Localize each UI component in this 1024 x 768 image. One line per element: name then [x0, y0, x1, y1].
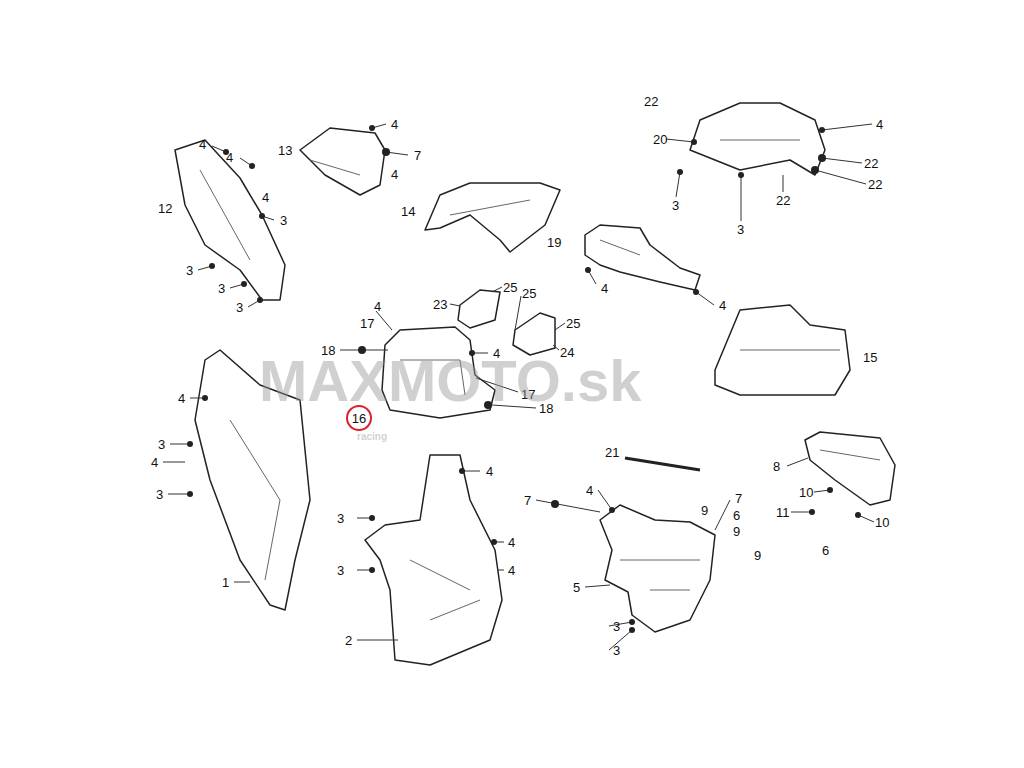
- callout-number: 22: [864, 156, 878, 171]
- callout-number: 16: [352, 411, 366, 426]
- callout-number: 11: [776, 505, 790, 520]
- callout-number: 4: [508, 535, 515, 550]
- callout-number: 4: [178, 391, 185, 406]
- callout-number: 6: [822, 543, 829, 558]
- callout-number: 4: [226, 150, 233, 165]
- callout-number: 3: [186, 263, 193, 278]
- callout-number: 25: [566, 316, 580, 331]
- callout-number: 3: [156, 487, 163, 502]
- callout-number: 3: [236, 300, 243, 315]
- callout-number: 3: [737, 222, 744, 237]
- highlight-circle: 16: [346, 405, 372, 431]
- callout-number: 14: [401, 204, 415, 219]
- callout-number: 9: [754, 548, 761, 563]
- callout-number: 23: [433, 297, 447, 312]
- callout-number: 4: [391, 117, 398, 132]
- callout-number: 4: [391, 167, 398, 182]
- callout-number: 9: [701, 503, 708, 518]
- callout-number: 7: [735, 491, 742, 506]
- callout-number: 4: [586, 483, 593, 498]
- callout-number: 17: [360, 316, 374, 331]
- callout-number: 4: [374, 299, 381, 314]
- callout-number: 4: [601, 281, 608, 296]
- callout-number: 3: [337, 511, 344, 526]
- callout-number: 5: [573, 580, 580, 595]
- callout-number: 4: [508, 563, 515, 578]
- callout-number: 12: [158, 201, 172, 216]
- callout-number: 3: [337, 563, 344, 578]
- callout-number: 22: [776, 193, 790, 208]
- callout-number: 25: [503, 280, 517, 295]
- callout-number: 4: [151, 455, 158, 470]
- callout-number: 4: [876, 117, 883, 132]
- callout-number: 3: [672, 198, 679, 213]
- callout-number: 22: [644, 94, 658, 109]
- callout-number: 4: [486, 464, 493, 479]
- callout-number: 3: [158, 437, 165, 452]
- watermark: MAXMOTO.sk: [259, 347, 641, 414]
- callout-number: 3: [280, 213, 287, 228]
- callout-number: 8: [773, 459, 780, 474]
- callout-number: 6: [733, 508, 740, 523]
- callout-number: 4: [262, 190, 269, 205]
- callout-number: 22: [868, 177, 882, 192]
- callout-number: 15: [863, 350, 877, 365]
- callout-number: 7: [524, 493, 531, 508]
- callout-number: 7: [414, 148, 421, 163]
- callout-number: 4: [719, 298, 726, 313]
- callout-number: 19: [547, 235, 561, 250]
- callout-number: 25: [522, 286, 536, 301]
- callout-number: 9: [733, 524, 740, 539]
- callout-number: 4: [199, 137, 206, 152]
- callout-number: 2: [345, 633, 352, 648]
- watermark: racing: [357, 431, 387, 442]
- callout-number: 3: [218, 281, 225, 296]
- callout-number: 13: [278, 143, 292, 158]
- callout-number: 10: [799, 485, 813, 500]
- callout-number: 21: [605, 445, 619, 460]
- callout-number: 20: [653, 132, 667, 147]
- callout-number: 3: [613, 619, 620, 634]
- callout-number: 1: [222, 575, 229, 590]
- callout-number: 10: [875, 515, 889, 530]
- callout-number: 3: [613, 643, 620, 658]
